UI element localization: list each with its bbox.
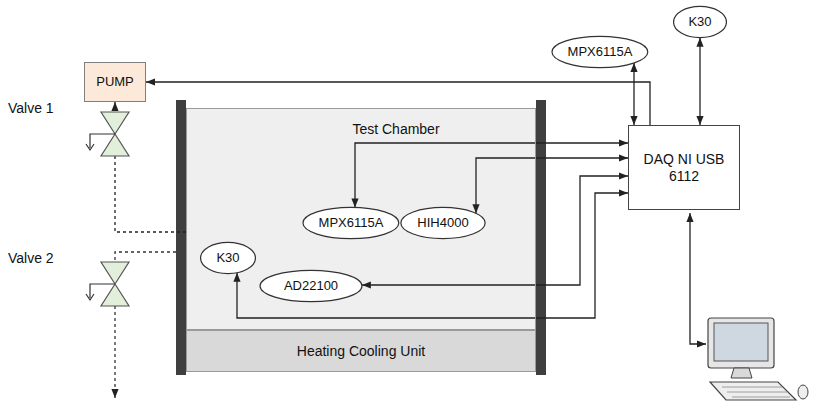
sensor-ellipse: K30 bbox=[673, 5, 727, 39]
chamber-heading: Test Chamber bbox=[352, 121, 439, 138]
signal-connector bbox=[633, 63, 634, 125]
chamber-wall bbox=[176, 100, 186, 375]
node-label: Heating Cooling Unit bbox=[297, 343, 425, 360]
drain-pipe bbox=[114, 306, 115, 398]
computer-icon bbox=[708, 318, 808, 400]
pipe-connector bbox=[115, 102, 186, 232]
signal-connector bbox=[476, 158, 628, 213]
sensor-ellipse: HIH4000 bbox=[400, 206, 486, 240]
node-label: K30 bbox=[216, 250, 239, 266]
drain-pipe bbox=[115, 252, 176, 262]
valve-label: Valve 2 bbox=[8, 250, 54, 266]
node-label: AD22100 bbox=[284, 278, 338, 294]
usb-cable bbox=[690, 213, 706, 344]
valve-symbol bbox=[86, 262, 129, 306]
signal-connector bbox=[146, 82, 650, 125]
heating-cooling-unit: Heating Cooling Unit bbox=[186, 330, 536, 372]
chamber-wall bbox=[536, 100, 546, 375]
sensor-ellipse: AD22100 bbox=[259, 269, 363, 303]
chamber-ground bbox=[186, 108, 536, 330]
valve-symbol bbox=[86, 112, 129, 156]
node-label: MPX6115A bbox=[568, 44, 633, 60]
sensor-ellipse: MPX6115A bbox=[551, 35, 649, 69]
node-label: K30 bbox=[688, 14, 711, 30]
signal-connector bbox=[355, 143, 628, 207]
valve-label: Valve 1 bbox=[8, 100, 54, 116]
signal-connector bbox=[699, 38, 700, 125]
sensor-ellipse: MPX6115A bbox=[302, 206, 400, 240]
signal-connector bbox=[237, 193, 628, 318]
node-label: MPX6115A bbox=[319, 215, 384, 231]
sensor-ellipse: K30 bbox=[200, 241, 256, 275]
node-label: DAQ NI USB 6112 bbox=[638, 151, 730, 185]
signal-connector bbox=[362, 176, 628, 285]
node-label: PUMP bbox=[96, 74, 134, 90]
pump-box: PUMP bbox=[84, 62, 146, 102]
test-chamber: Test ChamberMPX6115A HIH4000K30AD22100 bbox=[186, 108, 536, 330]
node-label: HIH4000 bbox=[417, 215, 468, 231]
daq-box: DAQ NI USB 6112 bbox=[628, 125, 740, 210]
